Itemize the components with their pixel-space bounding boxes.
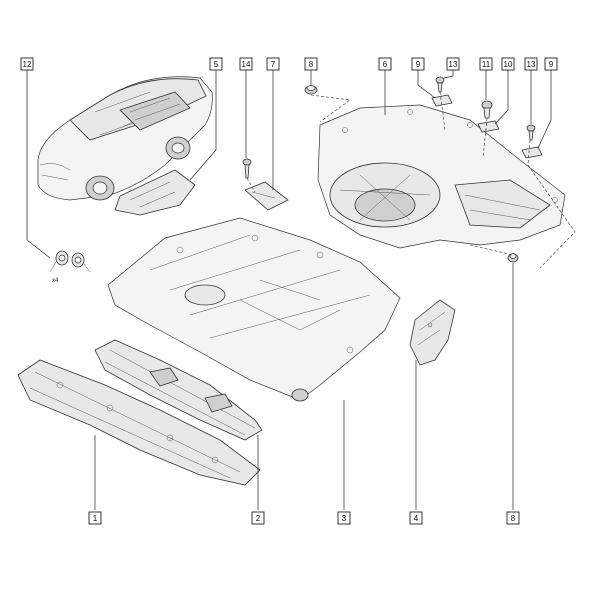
callout-13-b: 13 [524, 57, 538, 71]
plug-8-bottom [507, 253, 519, 263]
callout-label: 8 [309, 60, 314, 69]
callout-1: 1 [88, 511, 102, 525]
callout-label: 4 [414, 514, 419, 523]
callout-label: 7 [271, 60, 276, 69]
callout-12: 12 [20, 57, 34, 71]
callout-label: 13 [527, 60, 536, 69]
callout-6: 6 [378, 57, 392, 71]
callout-13-a: 13 [446, 57, 460, 71]
callout-label: 6 [383, 60, 388, 69]
callout-label: 1 [93, 514, 98, 523]
screw-14 [242, 158, 252, 179]
screw-13-a [435, 76, 445, 93]
callout-label: 11 [482, 60, 491, 69]
callout-2: 2 [251, 511, 265, 525]
quantity-label: x4 [52, 278, 59, 284]
plate-10 [477, 120, 500, 133]
callout-9-a: 9 [411, 57, 425, 71]
cross-member-1 [17, 359, 261, 486]
plate-9-a [431, 94, 453, 107]
screw-13-b [526, 124, 536, 141]
spare-wheel-well-6 [317, 104, 566, 249]
callout-label: 5 [214, 60, 219, 69]
leader-lines [26, 70, 552, 510]
callout-3: 3 [337, 511, 351, 525]
callout-label: 14 [242, 60, 251, 69]
callout-8-bottom: 8 [506, 511, 520, 525]
plug-8-top [304, 85, 318, 95]
bracket-7 [244, 181, 289, 211]
callout-label: 12 [23, 60, 32, 69]
bracket-4 [409, 299, 456, 366]
callout-5: 5 [209, 57, 223, 71]
vehicle-illustration [37, 76, 213, 216]
callout-8-top: 8 [304, 57, 318, 71]
callout-label: 3 [342, 514, 347, 523]
callout-label: 2 [256, 514, 261, 523]
callout-label: 9 [549, 60, 554, 69]
clip-11 [481, 100, 493, 119]
callout-7: 7 [266, 57, 280, 71]
callout-10: 10 [501, 57, 515, 71]
callout-label: 8 [511, 514, 516, 523]
assembly-guides [246, 91, 576, 269]
callout-label: 9 [416, 60, 421, 69]
floor-panel-3 [107, 217, 401, 402]
callout-label: 10 [504, 60, 513, 69]
callout-4: 4 [409, 511, 423, 525]
clip-group-12: x4 [49, 250, 91, 284]
callout-9-b: 9 [544, 57, 558, 71]
plate-9-b [521, 146, 543, 159]
callout-11: 11 [479, 57, 493, 71]
callout-label: 13 [449, 60, 458, 69]
callout-14: 14 [239, 57, 253, 71]
cross-member-2 [94, 339, 263, 441]
